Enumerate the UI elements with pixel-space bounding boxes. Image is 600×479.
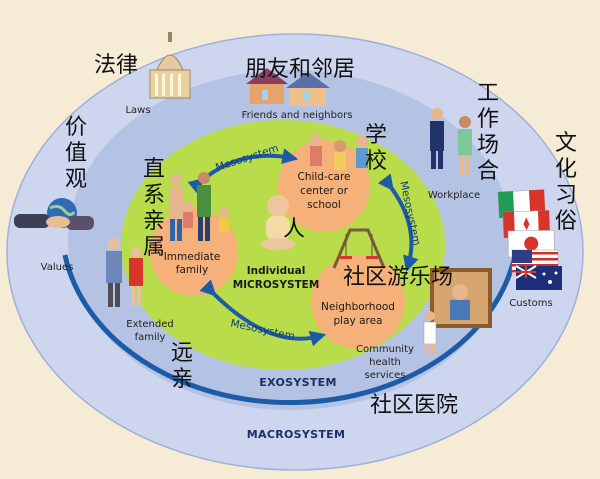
zh-family-4: 属	[143, 235, 165, 260]
family-group-icon	[169, 172, 229, 241]
exosystem-label: EXOSYSTEM	[259, 376, 336, 389]
flags-icon	[497, 189, 562, 290]
zh-values-3: 观	[65, 167, 87, 192]
zh-health: 社区医院	[370, 393, 458, 418]
microsystem-label-line1: Individual	[247, 265, 306, 277]
family-node-label-1: Immediate	[164, 251, 221, 263]
zh-workplace-3: 场	[477, 133, 499, 158]
extended-family-label-2: family	[135, 332, 166, 343]
baby-icon	[261, 195, 295, 250]
play-node	[311, 255, 405, 349]
zh-school-2: 校	[365, 149, 387, 174]
zh-school-1: 学	[365, 123, 387, 148]
friends-label: Friends and neighbors	[242, 110, 353, 121]
handshake-globe-icon	[14, 198, 94, 230]
school-node-label-1: Child-care	[297, 171, 350, 183]
zh-friends: 朋友和邻居	[245, 57, 355, 82]
zh-family-1: 直	[143, 157, 165, 182]
school-node-label-2: center or	[300, 185, 349, 197]
health-label-1: Community	[356, 344, 414, 355]
zh-workplace-1: 工	[477, 81, 499, 106]
health-label-3: services	[364, 370, 405, 381]
zh-workplace-2: 作	[477, 107, 499, 132]
school-node-label-3: school	[307, 199, 341, 211]
zh-family-2: 系	[143, 183, 165, 208]
zh-values-2: 值	[65, 141, 87, 166]
zh-laws: 法律	[94, 53, 138, 78]
zh-workplace-4: 合	[477, 159, 499, 184]
mesosystem-arrow-bottom	[199, 279, 327, 347]
businesspeople-icon	[430, 108, 472, 175]
laws-label: Laws	[125, 105, 150, 116]
zh-customs-1: 文	[555, 131, 577, 156]
zh-extended-1: 远	[171, 341, 193, 366]
values-label: Values	[41, 262, 74, 273]
mesosystem-arrow-right	[377, 173, 419, 273]
zh-extended-2: 亲	[171, 367, 193, 392]
play-node-label-1: Neighborhood	[321, 301, 395, 313]
elderly-couple-icon	[106, 238, 143, 307]
houses-icon	[246, 68, 330, 106]
school-node	[278, 140, 370, 232]
picture-frame-icon	[430, 268, 492, 328]
family-node-label-2: family	[176, 264, 208, 276]
microsystem-label-line2: MICROSYSTEM	[233, 279, 320, 291]
health-person-icon	[423, 311, 437, 354]
workplace-label: Workplace	[428, 190, 480, 201]
playground-icon	[332, 228, 386, 269]
play-node-label-2: play area	[334, 315, 383, 327]
zh-person: 人	[283, 217, 305, 242]
zh-values-1: 价	[65, 115, 87, 140]
extended-family-label-1: Extended	[126, 319, 174, 330]
zh-play: 社区游乐场	[343, 265, 453, 290]
children-group-icon	[310, 134, 368, 170]
zh-customs-2: 化	[555, 157, 577, 182]
capitol-building-icon	[149, 32, 191, 99]
macrosystem-label: MACROSYSTEM	[247, 428, 345, 441]
zh-customs-3: 习	[555, 183, 577, 208]
zh-customs-4: 俗	[555, 209, 577, 234]
zh-family-3: 亲	[143, 209, 165, 234]
health-label-2: health	[369, 357, 401, 368]
customs-label: Customs	[509, 298, 553, 309]
